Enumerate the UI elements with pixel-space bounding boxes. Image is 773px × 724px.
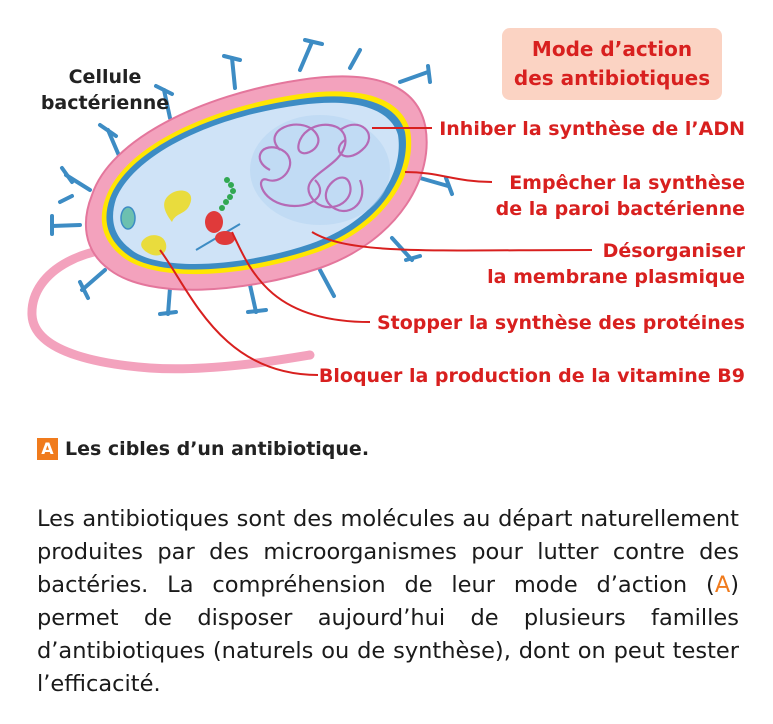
- callout-adn: Inhiber la synthèse de l’ADN: [439, 116, 745, 142]
- body-paragraph: Les antibiotiques sont des molécules au …: [37, 503, 739, 701]
- caption-badge: A: [37, 438, 58, 460]
- figure-caption: A Les cibles d’un antibiotique.: [37, 438, 369, 460]
- cell-label: Cellule bactérienne: [30, 64, 180, 116]
- callout-vitamine-text: Bloquer la production de la vitamine B9: [318, 365, 745, 387]
- paragraph-part-1: Les antibiotiques sont des molécules au …: [37, 506, 739, 598]
- title-line-1: Mode d’action: [531, 37, 693, 61]
- callout-membrane-line-1: Désorganiser: [602, 240, 745, 262]
- cell-label-line-1: Cellule: [68, 66, 142, 88]
- flagellum-tail: [27, 243, 315, 374]
- callout-adn-text: Inhiber la synthèse de l’ADN: [439, 118, 745, 140]
- mode-action-title-box: Mode d’action des antibiotiques: [502, 28, 722, 100]
- nucleoid-area: [250, 115, 390, 225]
- title-line-2: des antibiotiques: [513, 66, 711, 90]
- bacterial-cell-diagram: [27, 38, 593, 376]
- vitamin-blob-1: [164, 190, 192, 222]
- dna-loops: [258, 123, 370, 212]
- pili: [50, 38, 454, 316]
- caption-text: Les cibles d’un antibiotique.: [65, 438, 370, 460]
- paragraph-part-2: ) permet de disposer aujourd’hui de plus…: [37, 572, 739, 697]
- cell-label-line-2: bactérienne: [40, 92, 170, 114]
- callout-membrane: Désorganiser la membrane plasmique: [487, 238, 745, 290]
- callout-proteines: Stopper la synthèse des protéines: [377, 310, 745, 336]
- callout-paroi-line-1: Empêcher la synthèse: [509, 172, 745, 194]
- figure-reference: A: [714, 572, 731, 598]
- callout-lines: [159, 127, 593, 376]
- callout-membrane-line-2: la membrane plasmique: [487, 266, 745, 288]
- callout-proteines-text: Stopper la synthèse des protéines: [376, 312, 745, 334]
- ribosome: [195, 177, 241, 251]
- callout-paroi: Empêcher la synthèse de la paroi bactéri…: [496, 170, 745, 222]
- callout-paroi-line-2: de la paroi bactérienne: [495, 198, 745, 220]
- callout-vitamine: Bloquer la production de la vitamine B9: [319, 363, 745, 389]
- vesicle: [120, 206, 136, 230]
